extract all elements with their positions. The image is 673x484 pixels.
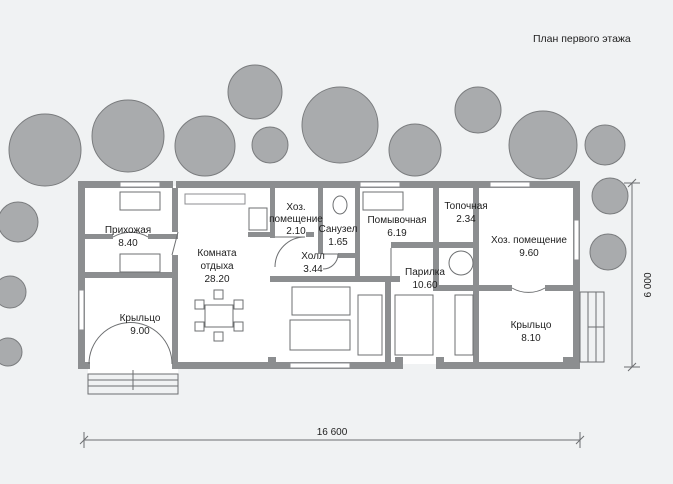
room-name: Помывочная [367, 215, 426, 226]
room-name: Хоз. помещение [491, 235, 567, 246]
tree [227, 64, 283, 120]
tree [584, 124, 626, 166]
room-area: 8.40 [118, 238, 138, 249]
room-area: 9.00 [130, 326, 150, 337]
dimension-depth: 6 000 [624, 178, 654, 372]
tree [454, 86, 502, 134]
room-area: 6.19 [387, 228, 407, 239]
tree [174, 115, 236, 177]
depth-dimension-label: 6 000 [643, 272, 654, 297]
tree [251, 126, 289, 164]
room-name: Парилка [405, 267, 445, 278]
room-area: 3.44 [303, 264, 323, 275]
room-area: 1.65 [328, 237, 348, 248]
room-area: 10.60 [412, 280, 437, 291]
trees [0, 64, 629, 367]
tree [591, 177, 629, 215]
room-area: 8.10 [521, 333, 541, 344]
room-name: Крыльцо [120, 313, 161, 324]
porch-steps [87, 291, 605, 395]
tree [589, 233, 627, 271]
furniture [119, 191, 474, 356]
room-name: Крыльцо [511, 320, 552, 331]
room-name: Топочная [444, 201, 487, 212]
room-name: Санузел [319, 224, 358, 235]
tree [0, 201, 39, 243]
tree [0, 337, 23, 367]
room-name: Комната [197, 248, 237, 259]
room-area: 2.10 [286, 226, 306, 237]
tree [388, 123, 442, 177]
room-name: Прихожая [105, 225, 151, 236]
plan-title: План первого этажа [533, 33, 631, 45]
room-name: Хоз. [286, 202, 305, 213]
room-name-2: помещение [269, 214, 323, 225]
room-area: 2.34 [456, 214, 476, 225]
tree [301, 86, 379, 164]
tree [8, 113, 82, 187]
tree [91, 99, 165, 173]
tree [508, 110, 578, 180]
room-labels: Прихожая 8.40 Крыльцо 9.00 Комната отдых… [105, 201, 568, 344]
windows [78, 181, 580, 369]
dimension-width: 16 600 [79, 427, 585, 448]
doors [88, 231, 546, 365]
room-area: 28.20 [204, 274, 229, 285]
room-name-2: отдыха [200, 261, 234, 272]
room-area: 9.60 [519, 248, 539, 259]
room-name: Холл [301, 251, 325, 262]
width-dimension-label: 16 600 [317, 427, 348, 438]
tree [0, 275, 27, 309]
